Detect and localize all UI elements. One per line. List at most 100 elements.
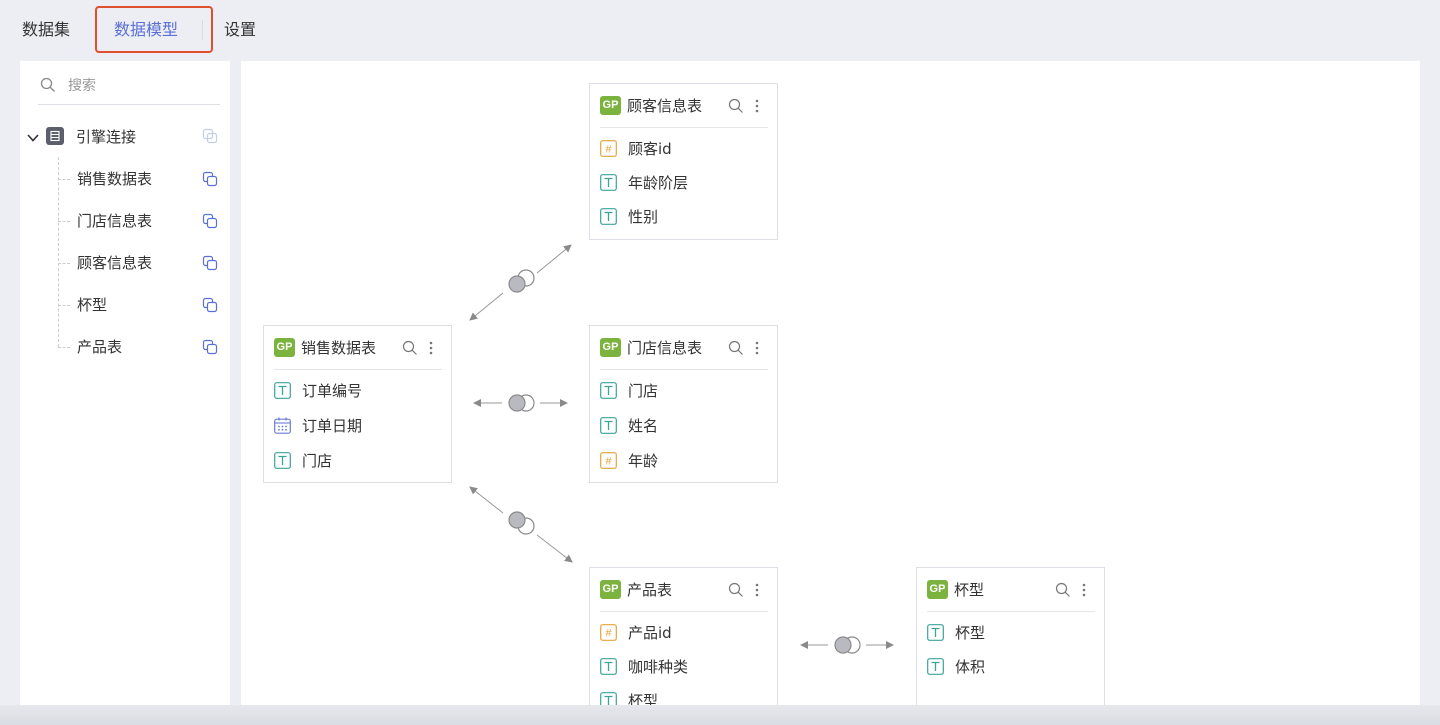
field-row[interactable]: 订单编号 bbox=[274, 379, 444, 403]
relation-product-cup[interactable] bbox=[800, 636, 894, 654]
field-row[interactable]: # 年龄 bbox=[600, 449, 770, 473]
field-row[interactable]: 姓名 bbox=[600, 414, 770, 438]
field-label: 顾客id bbox=[628, 140, 672, 158]
table-card-product[interactable]: GP 产品表 # 产品id 咖啡种类 杯型 bbox=[589, 567, 778, 705]
field-label: 年龄 bbox=[628, 452, 659, 470]
search-icon[interactable] bbox=[728, 98, 744, 114]
more-vertical-icon[interactable] bbox=[752, 340, 762, 356]
relationship-lines bbox=[469, 244, 894, 654]
field-row[interactable]: 年龄阶层 bbox=[600, 171, 770, 195]
card-header: GP 顾客信息表 bbox=[590, 84, 777, 128]
search-icon bbox=[40, 77, 56, 93]
text-field-icon bbox=[600, 658, 617, 675]
copy-icon[interactable] bbox=[202, 255, 218, 271]
card-header: GP 销售数据表 bbox=[264, 326, 451, 370]
search-box bbox=[38, 71, 220, 105]
table-card-cup[interactable]: GP 杯型 杯型 体积 bbox=[916, 567, 1105, 705]
number-field-icon: # bbox=[600, 624, 617, 641]
field-row[interactable]: 咖啡种类 bbox=[600, 655, 770, 679]
more-vertical-icon[interactable] bbox=[1079, 582, 1089, 598]
card-header: GP 产品表 bbox=[590, 568, 777, 612]
card-header: GP 门店信息表 bbox=[590, 326, 777, 370]
relation-sales-customer[interactable] bbox=[469, 244, 572, 321]
tab-dataset[interactable]: 数据集 bbox=[22, 20, 71, 39]
sidebar-item-customer-table[interactable]: 顾客信息表 bbox=[58, 251, 226, 275]
chevron-down-icon[interactable] bbox=[26, 130, 40, 144]
svg-text:#: # bbox=[605, 144, 612, 156]
copy-icon[interactable] bbox=[202, 297, 218, 313]
sidebar-item-sales-table[interactable]: 销售数据表 bbox=[58, 167, 226, 191]
sidebar-item-label: 销售数据表 bbox=[77, 170, 153, 188]
card-title: 杯型 bbox=[954, 581, 985, 599]
gp-badge: GP bbox=[600, 338, 621, 357]
field-label: 订单日期 bbox=[302, 417, 363, 435]
relation-sales-store[interactable] bbox=[473, 394, 568, 412]
field-row[interactable]: # 顾客id bbox=[600, 137, 770, 161]
text-field-icon bbox=[600, 692, 617, 705]
more-vertical-icon[interactable] bbox=[426, 340, 436, 356]
card-header: GP 杯型 bbox=[917, 568, 1104, 612]
sidebar-item-product-table[interactable]: 产品表 bbox=[58, 335, 226, 359]
gp-badge: GP bbox=[927, 580, 948, 599]
calendar-icon bbox=[274, 417, 291, 434]
tab-settings[interactable]: 设置 bbox=[224, 20, 257, 39]
copy-icon[interactable] bbox=[202, 171, 218, 187]
svg-text:#: # bbox=[605, 628, 612, 640]
field-row[interactable]: # 产品id bbox=[600, 621, 770, 645]
bottom-shadow bbox=[0, 705, 1440, 725]
field-label: 门店 bbox=[628, 382, 659, 400]
field-row[interactable]: 体积 bbox=[927, 655, 1097, 679]
copy-icon[interactable] bbox=[202, 213, 218, 229]
gp-badge: GP bbox=[600, 580, 621, 599]
gp-badge: GP bbox=[274, 338, 295, 357]
field-row[interactable]: 杯型 bbox=[927, 621, 1097, 645]
model-canvas[interactable]: GP 顾客信息表 # 顾客id 年龄阶层 性别 GP 销售数据表 bbox=[241, 61, 1420, 705]
more-vertical-icon[interactable] bbox=[752, 98, 762, 114]
field-label: 体积 bbox=[955, 658, 986, 676]
tree-guide-line bbox=[58, 157, 59, 347]
field-row[interactable]: 门店 bbox=[600, 379, 770, 403]
field-label: 订单编号 bbox=[302, 382, 363, 400]
field-label: 年龄阶层 bbox=[628, 174, 689, 192]
search-icon[interactable] bbox=[1055, 582, 1071, 598]
card-title: 销售数据表 bbox=[301, 339, 377, 357]
table-card-store[interactable]: GP 门店信息表 门店 姓名 # 年龄 bbox=[589, 325, 778, 483]
sidebar-item-label: 产品表 bbox=[77, 338, 123, 356]
tree-root-engine-connection[interactable]: 引擎连接 bbox=[26, 125, 222, 149]
sidebar-item-label: 杯型 bbox=[77, 296, 108, 314]
search-icon[interactable] bbox=[728, 340, 744, 356]
text-field-icon bbox=[600, 417, 617, 434]
sidebar: 引擎连接 销售数据表 门店信息表 顾客信息表 杯型 产品表 bbox=[20, 61, 230, 705]
text-field-icon bbox=[600, 382, 617, 399]
card-title: 门店信息表 bbox=[627, 339, 703, 357]
text-field-icon bbox=[274, 382, 291, 399]
relation-sales-product[interactable] bbox=[469, 486, 573, 563]
text-field-icon bbox=[600, 208, 617, 225]
text-field-icon bbox=[927, 658, 944, 675]
sidebar-item-cup-table[interactable]: 杯型 bbox=[58, 293, 226, 317]
table-card-sales[interactable]: GP 销售数据表 订单编号 订单日期 门店 bbox=[263, 325, 452, 483]
more-vertical-icon[interactable] bbox=[752, 582, 762, 598]
card-title: 产品表 bbox=[627, 581, 673, 599]
field-label: 性别 bbox=[628, 208, 659, 226]
copy-icon[interactable] bbox=[202, 128, 218, 144]
field-label: 咖啡种类 bbox=[628, 658, 689, 676]
field-row[interactable]: 门店 bbox=[274, 449, 444, 473]
field-label: 杯型 bbox=[628, 692, 659, 705]
field-label: 门店 bbox=[302, 452, 333, 470]
search-icon[interactable] bbox=[728, 582, 744, 598]
search-input[interactable] bbox=[68, 73, 218, 99]
tab-data-model[interactable]: 数据模型 bbox=[114, 20, 179, 39]
sidebar-item-label: 门店信息表 bbox=[77, 212, 153, 230]
tree-root-label: 引擎连接 bbox=[76, 128, 137, 146]
field-row[interactable]: 订单日期 bbox=[274, 414, 444, 438]
card-title: 顾客信息表 bbox=[627, 97, 703, 115]
search-icon[interactable] bbox=[402, 340, 418, 356]
field-label: 产品id bbox=[628, 624, 672, 642]
table-card-customer[interactable]: GP 顾客信息表 # 顾客id 年龄阶层 性别 bbox=[589, 83, 778, 240]
field-row[interactable]: 性别 bbox=[600, 205, 770, 229]
field-row[interactable]: 杯型 bbox=[600, 689, 770, 705]
sidebar-item-store-table[interactable]: 门店信息表 bbox=[58, 209, 226, 233]
copy-icon[interactable] bbox=[202, 339, 218, 355]
text-field-icon bbox=[600, 174, 617, 191]
